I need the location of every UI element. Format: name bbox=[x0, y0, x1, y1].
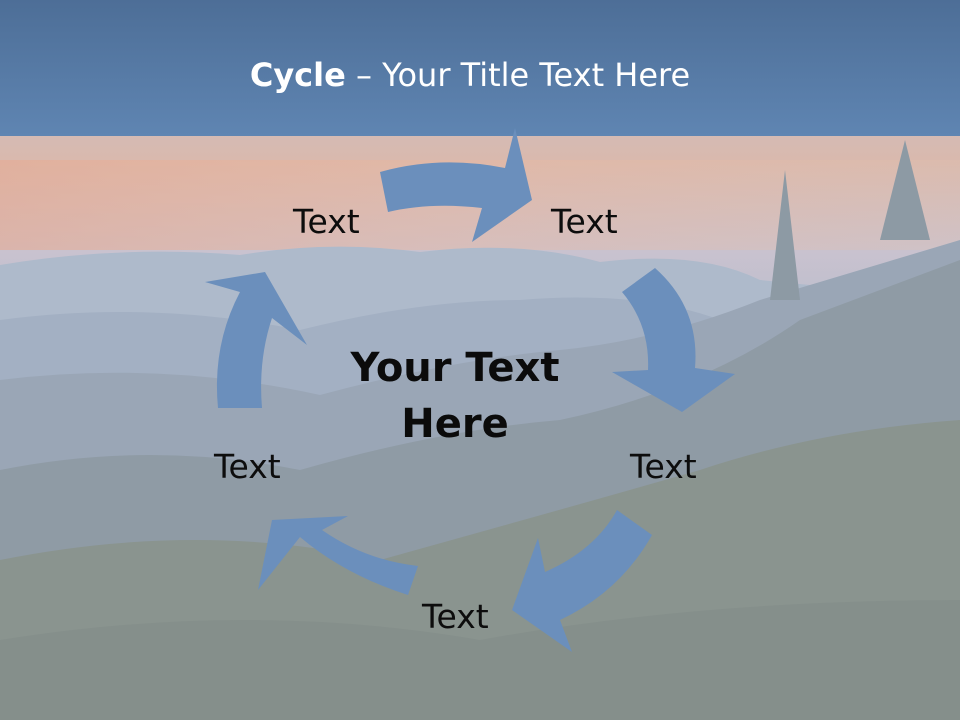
cycle-arrow-top bbox=[380, 128, 532, 242]
cycle-arrow-left bbox=[205, 272, 307, 408]
center-text-line2: Here bbox=[401, 401, 509, 447]
cycle-node-label: Text bbox=[293, 202, 360, 241]
slide-title: Cycle – Your Title Text Here bbox=[0, 56, 940, 94]
cycle-arrow-right bbox=[612, 268, 735, 412]
title-bold: Cycle bbox=[249, 56, 346, 94]
cycle-arrow-bottom-left bbox=[258, 516, 418, 595]
center-text-line1: Your Text bbox=[350, 345, 560, 391]
title-rest: – Your Title Text Here bbox=[345, 56, 691, 94]
cycle-node-label: Text bbox=[551, 202, 618, 241]
cycle-arrow-bottom-right bbox=[512, 510, 652, 652]
cycle-node-label: Text bbox=[214, 447, 281, 486]
cycle-node-label: Text bbox=[630, 447, 697, 486]
cycle-node-label: Text bbox=[422, 597, 489, 636]
title-bar bbox=[0, 0, 960, 136]
center-text: Your Text Here bbox=[330, 340, 580, 452]
